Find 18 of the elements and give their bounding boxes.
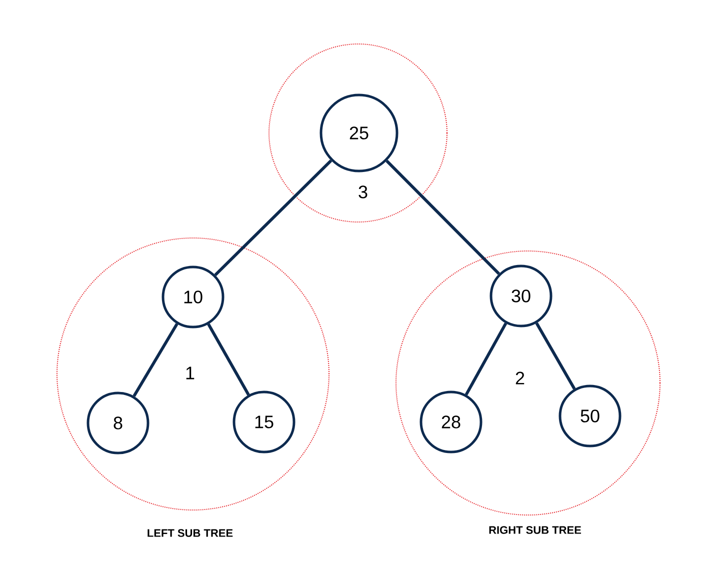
tree-edge — [214, 160, 332, 276]
tree-edge — [132, 323, 178, 397]
subtree-number: 2 — [516, 372, 524, 384]
tree-node: 28 — [420, 390, 482, 454]
tree-edge — [386, 160, 500, 275]
subtree-number: 3 — [358, 186, 368, 198]
tree-node: 15 — [232, 390, 296, 454]
tree-edge — [207, 323, 250, 396]
subtree-caption: RIGHT SUB TREE — [489, 526, 581, 534]
tree-node: 10 — [162, 266, 224, 328]
tree-node: 30 — [490, 264, 552, 328]
subtree-caption: LEFT SUB TREE — [148, 529, 233, 537]
tree-edge — [535, 322, 576, 390]
tree-node: 50 — [558, 384, 622, 448]
tree-edge — [464, 322, 508, 396]
tree-node: 8 — [86, 392, 150, 454]
subtree-number: 1 — [186, 366, 194, 380]
tree-node: 25 — [320, 94, 398, 172]
